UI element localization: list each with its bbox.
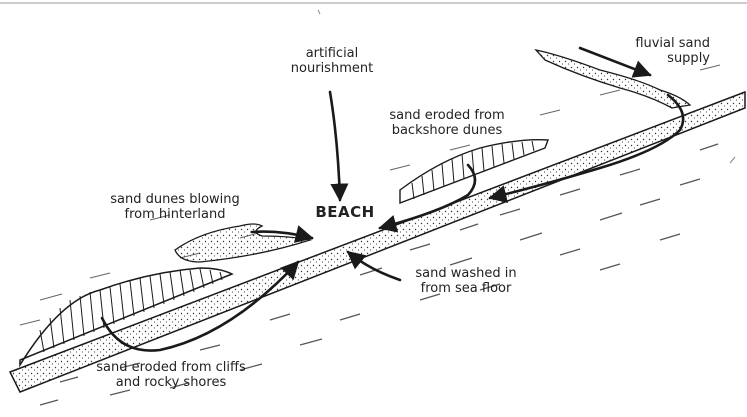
arrow-artificial-nourishment [330, 92, 340, 200]
label-hinterland-dunes: sand dunes blowing from hinterland [90, 192, 260, 222]
hinterland-dunes [175, 224, 310, 262]
label-backshore-dunes: sand eroded from backshore dunes [372, 108, 522, 138]
label-artificial-nourishment: artificial nourishment [282, 46, 382, 76]
label-beach: BEACH [310, 205, 380, 220]
label-fluvial-sand-supply: fluvial sand supply [600, 36, 710, 66]
label-cliffs-rocky-shores: sand eroded from cliffs and rocky shores [66, 360, 276, 390]
label-sea-floor: sand washed in from sea floor [396, 266, 536, 296]
